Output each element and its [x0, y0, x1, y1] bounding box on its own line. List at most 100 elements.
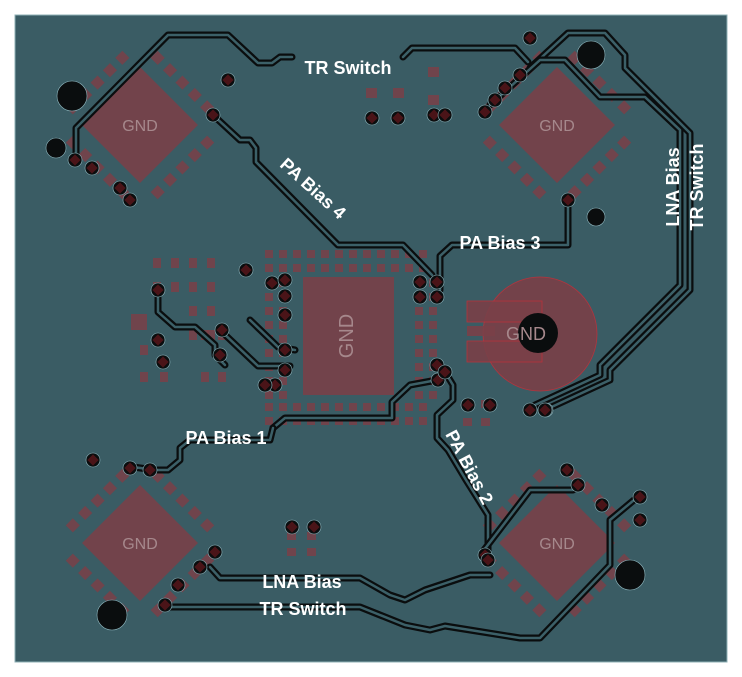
- center-pin-pad: [349, 403, 357, 411]
- qfn-top-left-pin-pad: [187, 147, 202, 163]
- center-pin-pad: [335, 250, 343, 258]
- qfn-top-left-pin-pad: [187, 87, 202, 103]
- center-pin-pad: [429, 349, 437, 357]
- signal-via-pad: [634, 491, 646, 503]
- center-pin-pad: [419, 417, 427, 425]
- passive-pad: [131, 314, 147, 330]
- passive-pad: [428, 95, 439, 105]
- passive-pad: [153, 258, 161, 268]
- center-pin-pad: [363, 264, 371, 272]
- passive-pad: [189, 306, 197, 316]
- gnd-label-bottom-right: GND: [539, 536, 575, 553]
- passive-pad: [366, 88, 377, 98]
- center-pin-pad: [415, 363, 423, 371]
- center-pin-pad: [419, 250, 427, 258]
- signal-via-pad: [524, 32, 536, 44]
- center-pin-pad: [363, 250, 371, 258]
- qfn-top-left-pin-pad: [102, 172, 118, 187]
- signal-via-pad: [279, 290, 291, 302]
- trace-pa-bias-2-core: [435, 370, 490, 557]
- signal-via-pad: [279, 344, 291, 356]
- center-pin-pad: [429, 391, 437, 399]
- signal-via-pad: [562, 194, 574, 206]
- trace-pa-bias-1-center-core: [271, 378, 439, 430]
- center-pin-pad: [265, 417, 273, 425]
- passive-pad: [393, 88, 404, 98]
- signal-via-pad: [214, 349, 226, 361]
- trace-pa-bias-3-core: [438, 198, 570, 292]
- qfn-top-right-pin-pad: [532, 185, 547, 200]
- mounting-via: [96, 599, 128, 631]
- passive-pad: [218, 372, 226, 382]
- signal-via-pad: [414, 291, 426, 303]
- signal-via-pad: [240, 264, 252, 276]
- center-pin-pad: [349, 264, 357, 272]
- gnd-label-center: GND: [336, 314, 358, 358]
- signal-via-pad: [524, 404, 536, 416]
- mounting-via: [56, 80, 88, 112]
- signal-via-pad: [194, 561, 206, 573]
- center-pin-pad: [265, 403, 273, 411]
- connector-center-via: [518, 313, 558, 353]
- passive-pad: [171, 282, 179, 292]
- signal-via-pad: [596, 499, 608, 511]
- vias-layer: [45, 30, 648, 631]
- center-pin-pad: [279, 321, 287, 329]
- passive-pad: [207, 282, 215, 292]
- center-pin-pad: [307, 250, 315, 258]
- passive-pad: [189, 258, 197, 268]
- center-pin-pad: [321, 250, 329, 258]
- center-pin-pad: [279, 264, 287, 272]
- net-label-tr-switch-bottom: TR Switch: [259, 599, 346, 619]
- signal-via-pad: [462, 399, 474, 411]
- center-pin-pad: [415, 307, 423, 315]
- trace-tr-switch-bottom-core: [163, 493, 642, 640]
- mounting-via: [576, 40, 606, 70]
- signal-via-pad: [484, 399, 496, 411]
- signal-via-pad: [308, 521, 320, 533]
- passive-pad: [307, 548, 316, 556]
- mounting-via: [614, 559, 646, 591]
- signal-via-pad: [634, 514, 646, 526]
- center-pin-pad: [429, 307, 437, 315]
- qfn-top-left-pin-pad: [162, 63, 178, 78]
- qfn-center: [131, 67, 490, 556]
- passive-pad: [287, 532, 296, 540]
- center-pin-pad: [293, 250, 301, 258]
- signal-via-pad: [279, 274, 291, 286]
- passive-pad: [171, 258, 179, 268]
- signal-via-pad: [269, 379, 281, 391]
- passive-pad: [307, 532, 316, 540]
- center-pin-pad: [293, 403, 301, 411]
- center-pin-pad: [415, 321, 423, 329]
- passive-pad: [160, 372, 168, 382]
- signal-via-pad: [216, 324, 228, 336]
- signal-via-pad: [157, 356, 169, 368]
- center-pin-pad: [279, 391, 287, 399]
- net-label-pa-bias-3: PA Bias 3: [459, 233, 540, 253]
- rf-connector: [466, 276, 598, 392]
- signal-via-pad: [482, 554, 494, 566]
- center-pin-pad: [405, 264, 413, 272]
- signal-via-pad: [259, 379, 271, 391]
- signal-via-pad: [266, 277, 278, 289]
- qfn-top-left-pin-pad: [162, 172, 178, 187]
- center-pin-pad: [391, 250, 399, 258]
- passive-pad: [207, 306, 215, 316]
- gnd-label-bottom-left: GND: [122, 536, 158, 553]
- center-pin-pad: [405, 417, 413, 425]
- mounting-via: [586, 207, 606, 227]
- signal-via-pad: [279, 364, 291, 376]
- center-pin-pad: [265, 307, 273, 315]
- center-pin-pad: [265, 391, 273, 399]
- passive-pad: [207, 258, 215, 268]
- passive-pad: [428, 67, 439, 77]
- center-pin-pad: [279, 335, 287, 343]
- passive-pad: [287, 548, 296, 556]
- center-pin-pad: [429, 321, 437, 329]
- gnd-label-connector: GND: [506, 324, 546, 344]
- center-pin-pad: [321, 403, 329, 411]
- center-pin-pad: [415, 391, 423, 399]
- trace-lna-bias-right-core: [488, 58, 682, 412]
- passive-pad: [140, 372, 148, 382]
